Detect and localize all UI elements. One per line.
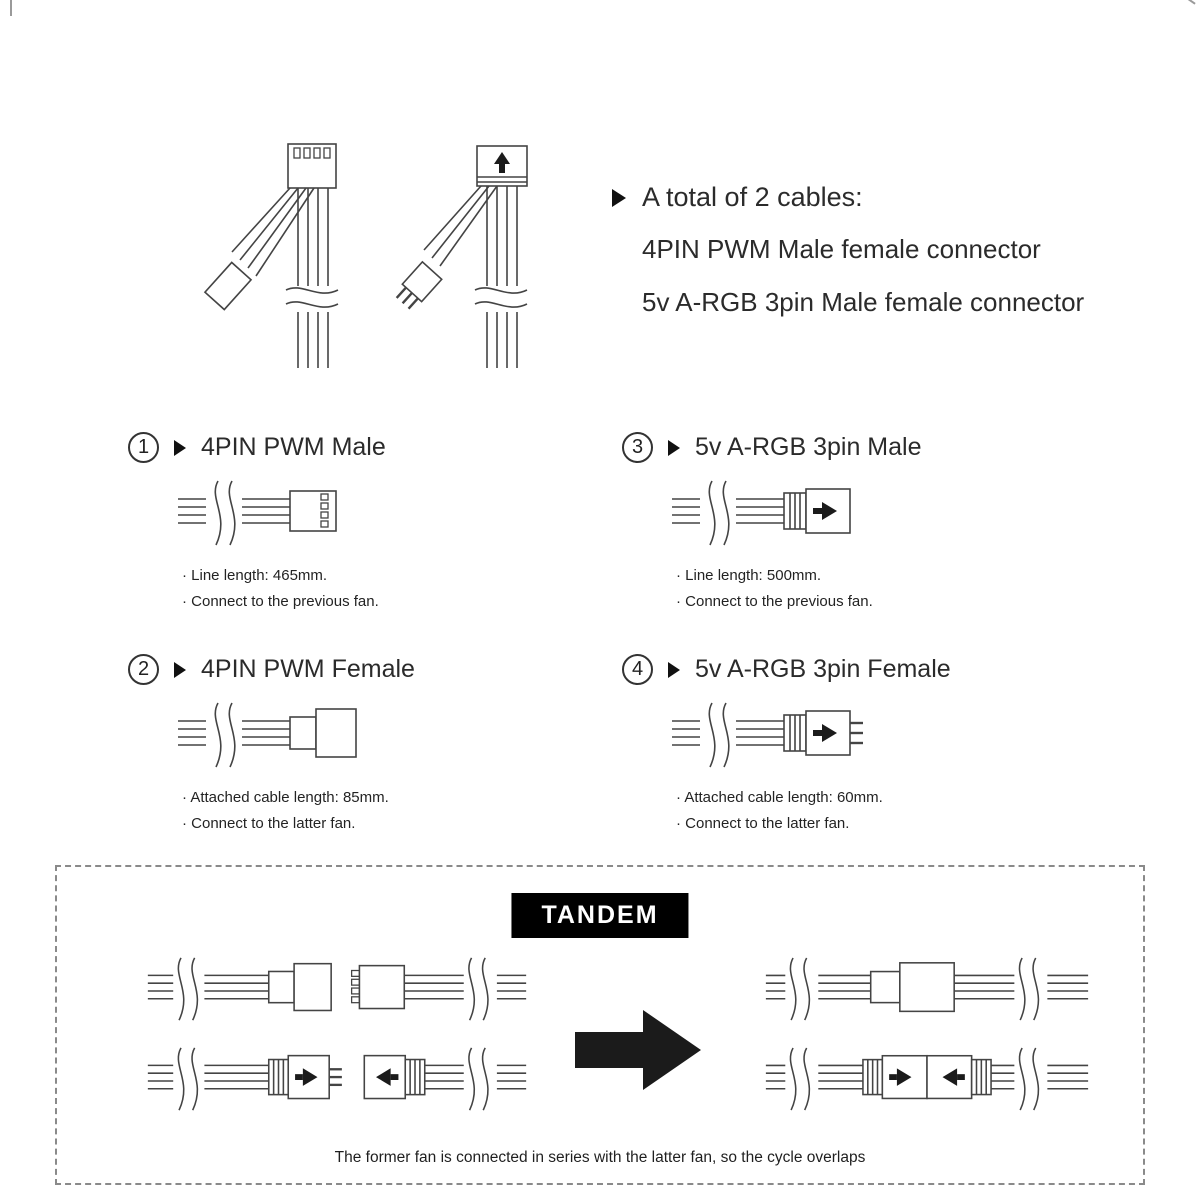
intro-line-pwm: 4PIN PWM Male female connector [642, 234, 1041, 264]
bullet-cable-length: · Attached cable length: 60mm. [676, 789, 883, 806]
intro-title: A total of 2 cables: [642, 182, 863, 212]
intro-line-argb: 5v A-RGB 3pin Male female connector [642, 287, 1085, 317]
item-title: 4PIN PWM Female [201, 655, 415, 683]
tandem-argb-connected-illustration [765, 1047, 1089, 1111]
arrow-marker-icon [174, 661, 186, 678]
bullet-connection: · Connect to the latter fan. [676, 815, 850, 832]
argb-male-illustration [672, 480, 851, 546]
crop-mark-right [1186, 0, 1196, 5]
tandem-section: TANDEM [55, 865, 1145, 1185]
item-title: 5v A-RGB 3pin Male [695, 433, 922, 461]
argb-cable-overview-illustration [395, 145, 528, 368]
tandem-argb-separate-illustration [147, 1047, 527, 1111]
arrow-marker-icon [668, 661, 680, 678]
item-number-badge: 1 [128, 432, 159, 463]
item-pwm-female: 2 4PIN PWM Female · Attached cable lengt… [128, 654, 558, 837]
pwm-male-illustration [178, 480, 337, 546]
bullet-cable-length: · Attached cable length: 85mm. [182, 789, 389, 806]
item-title: 4PIN PWM Male [201, 433, 386, 461]
item-number-badge: 4 [622, 654, 653, 685]
pwm-female-illustration [178, 702, 357, 768]
item-argb-female: 4 5v A-RGB 3pin Female · Attached cable … [622, 654, 1092, 837]
pwm-cable-overview-illustration [203, 143, 339, 368]
tandem-arrow-icon [575, 1010, 701, 1090]
item-number-badge: 3 [622, 432, 653, 463]
intro-block: A total of 2 cables: 4PIN PWM Male femal… [612, 182, 1152, 319]
arrow-marker-icon [668, 439, 680, 456]
argb-female-illustration [672, 702, 863, 768]
bullet-line-length: · Line length: 500mm. [676, 567, 822, 584]
bullet-connection: · Connect to the previous fan. [182, 593, 379, 610]
arrow-marker-icon [174, 439, 186, 456]
bullet-line-length: · Line length: 465mm. [182, 567, 328, 584]
item-number-badge: 2 [128, 654, 159, 685]
tandem-pwm-connected-illustration [765, 957, 1089, 1021]
arrow-marker-icon [612, 188, 626, 207]
bullet-connection: · Connect to the previous fan. [676, 593, 873, 610]
tandem-caption: The former fan is connected in series wi… [334, 1149, 866, 1166]
crop-mark-left [10, 0, 12, 16]
tandem-pwm-separate-illustration [147, 957, 527, 1021]
item-title: 5v A-RGB 3pin Female [695, 655, 951, 683]
tandem-badge: TANDEM [511, 893, 689, 938]
item-argb-male: 3 5v A-RGB 3pin Male · Line length: 500m… [622, 432, 1092, 615]
bullet-connection: · Connect to the latter fan. [182, 815, 356, 832]
item-pwm-male: 1 4PIN PWM Male · Line length: 465mm. · … [128, 432, 558, 615]
